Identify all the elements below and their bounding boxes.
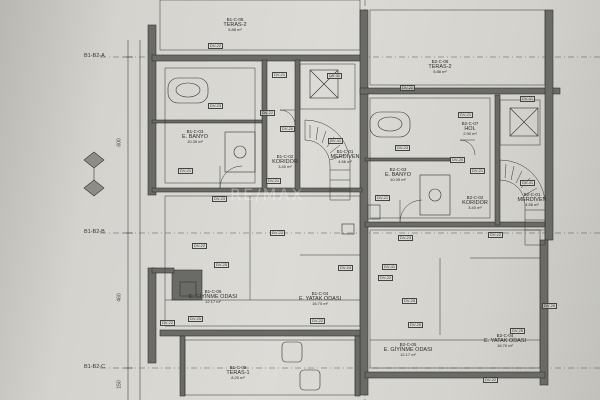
door-tag: DV-01 — [327, 73, 343, 79]
door-tag: DV-25 — [408, 322, 424, 328]
door-tag: DV-22 — [270, 230, 286, 236]
doors — [219, 109, 476, 223]
door-tag: DV-21 — [178, 168, 194, 174]
door-tag: DV-22 — [260, 110, 276, 116]
door-tag: DV-41 — [520, 180, 536, 186]
dimension-text: 150 — [116, 380, 123, 389]
dimension-text: 460 — [116, 293, 123, 302]
door-tag: DV-23 — [212, 196, 228, 202]
grid-label-a: B1-B2-A — [84, 53, 105, 59]
door-tag: DV-20 — [450, 157, 466, 163]
door-tag: DV-21 — [458, 112, 474, 118]
door-tag: DV-22 — [208, 43, 224, 49]
door-tag: DV-23 — [398, 235, 414, 241]
door-tag: DV-22 — [192, 243, 208, 249]
door-tag: DV-23 — [395, 145, 411, 151]
section-markers — [83, 151, 105, 197]
watermark: RE/MAX — [230, 185, 305, 204]
dimension-lines — [123, 40, 141, 400]
door-tag: DV-25 — [510, 328, 526, 334]
grid-label-b: B1-B2-B — [84, 229, 105, 235]
door-tag: DV-22 — [378, 275, 394, 281]
stairs — [304, 119, 546, 246]
door-tag: DV-21 — [266, 178, 282, 184]
door-tag: DV-21 — [470, 168, 486, 174]
door-tag: DV-01 — [520, 96, 536, 102]
door-tag: DV-22 — [483, 377, 499, 383]
door-tag: DV-22 — [488, 232, 504, 238]
door-tag: DV-24 — [338, 265, 354, 271]
door-tag: DV-25 — [214, 262, 230, 268]
door-tag: DV-22 — [310, 318, 326, 324]
dimension-text: 600 — [116, 138, 123, 147]
door-tag: DV-25 — [188, 316, 204, 322]
door-tag: DV-41 — [328, 138, 344, 144]
interior-lines — [159, 0, 546, 396]
door-tag: DV-22 — [400, 85, 416, 91]
grid-label-c: B1-B2-C — [84, 364, 106, 370]
door-tag: DV-21 — [272, 72, 288, 78]
door-tag: DV-22 — [160, 320, 176, 326]
door-tag: DV-23 — [208, 103, 224, 109]
walls — [147, 9, 561, 397]
door-tag: DV-20 — [280, 126, 296, 132]
door-tag: DV-26 — [542, 303, 558, 309]
door-tag: DV-41 — [382, 264, 398, 270]
door-tag: DV-21 — [375, 195, 391, 201]
door-tag: DV-25 — [402, 298, 418, 304]
